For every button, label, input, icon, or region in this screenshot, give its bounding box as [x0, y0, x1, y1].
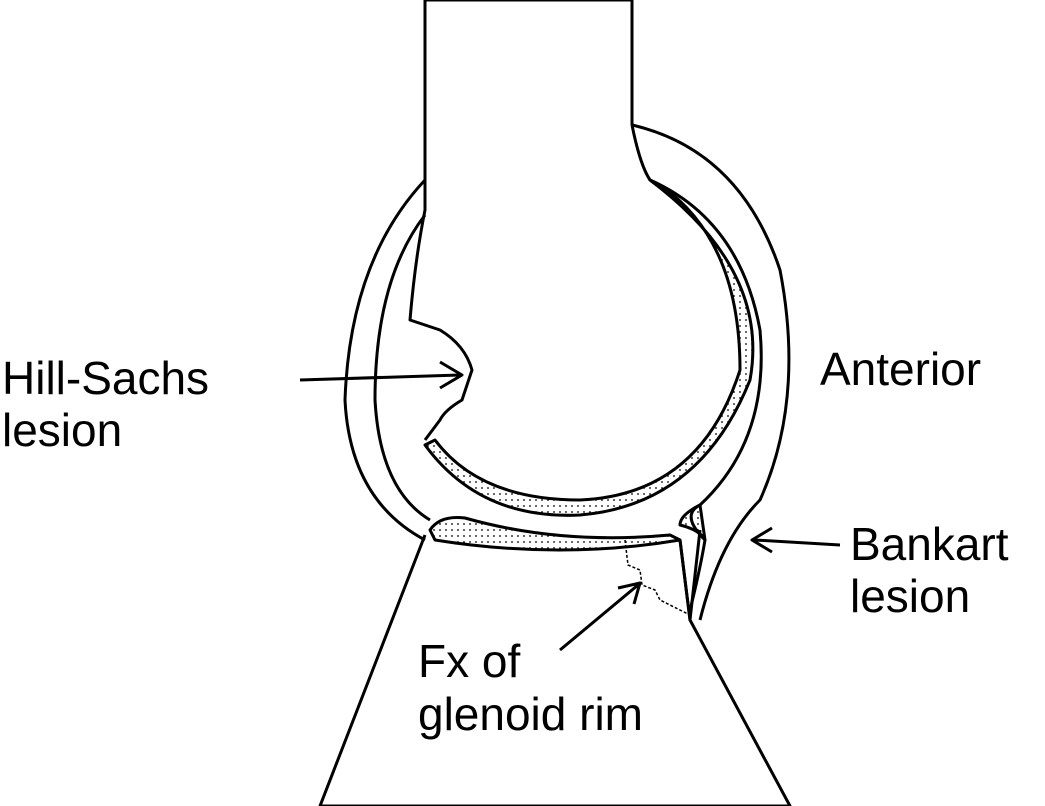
glenoid-rim-fracture	[624, 539, 691, 616]
glenoid-outline	[318, 534, 792, 806]
hill-sachs-label-line1: Hill-Sachs	[2, 352, 210, 404]
anterior-label: Anterior	[820, 343, 982, 395]
hill-sachs-arrow	[299, 360, 464, 390]
bankart-label-line2: lesion	[850, 570, 971, 622]
humeral-head-right	[630, 124, 652, 181]
head-cartilage	[423, 178, 755, 517]
humerus-outline	[408, 0, 634, 441]
fx-label-line1: Fx of	[418, 635, 521, 687]
bankart-lesion	[678, 503, 707, 542]
fx-label-line2: glenoid rim	[418, 688, 643, 740]
fx-arrow	[559, 581, 642, 652]
bankart-arrow	[750, 526, 841, 554]
glenoid-cartilage	[428, 516, 682, 552]
rim-defect	[678, 529, 702, 622]
capsule-posterior	[343, 178, 431, 542]
bankart-label-line1: Bankart	[850, 518, 1009, 570]
hill-sachs-label-line2: lesion	[2, 404, 123, 456]
capsule-anterior	[631, 123, 791, 621]
